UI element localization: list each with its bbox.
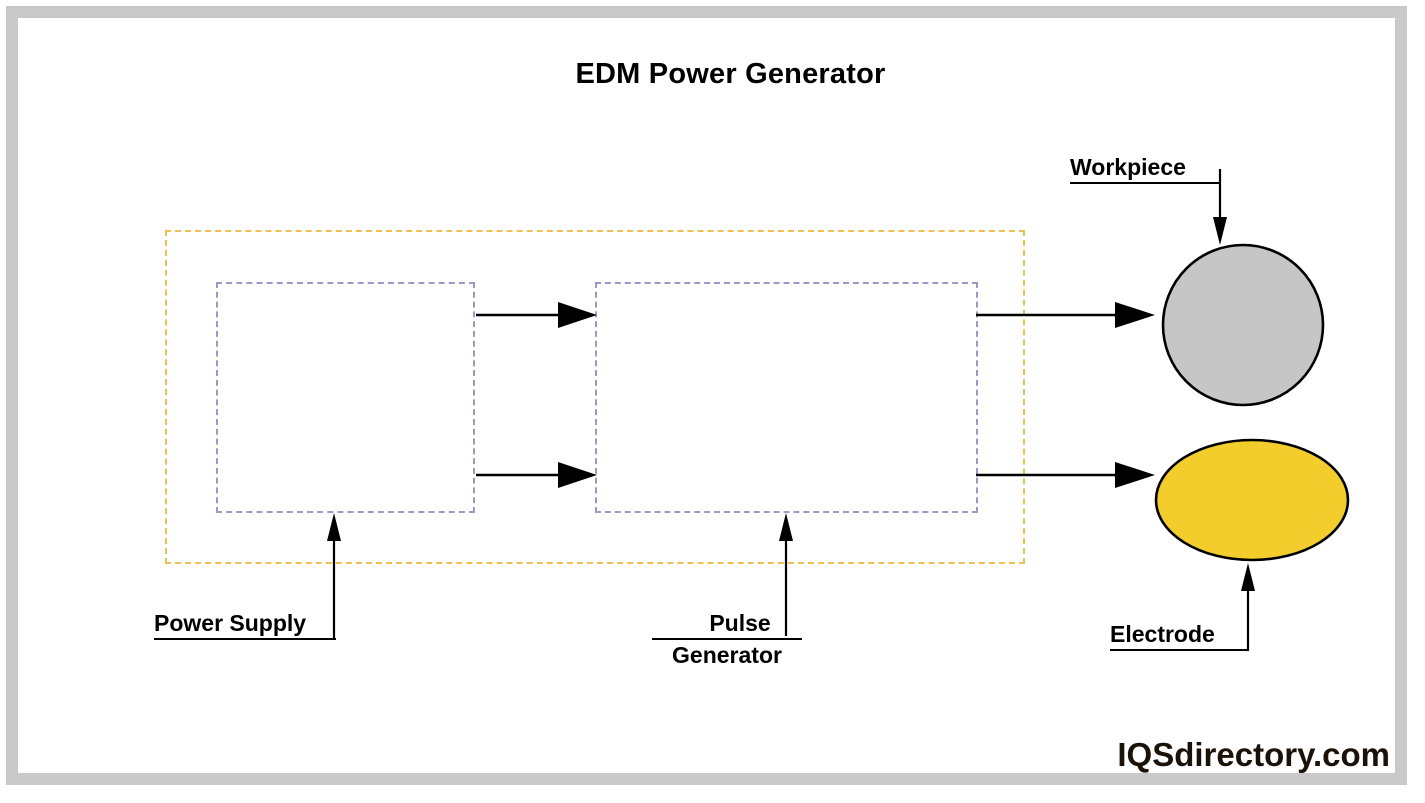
leader-power-supply [327, 513, 341, 638]
label-power-supply-underline [154, 638, 336, 640]
electrode-shape [1154, 438, 1350, 562]
label-pulse-generator-line2: Generator [672, 642, 782, 668]
label-pulse-generator-underline [652, 638, 802, 640]
page-title: EDM Power Generator [575, 58, 886, 90]
image-frame-border: EDM Power Generator [6, 6, 1407, 785]
label-electrode-underline [1110, 649, 1248, 651]
label-workpiece-underline [1070, 182, 1220, 184]
leader-pulse-generator [779, 513, 793, 636]
arrow-pulse-to-electrode [976, 462, 1155, 488]
arrow-power-to-pulse-upper [476, 302, 597, 328]
label-power-supply: Power Supply [154, 608, 336, 640]
arrow-pulse-to-workpiece [976, 302, 1155, 328]
outer-enclosure-box [165, 230, 1025, 564]
pulse-generator-block [595, 282, 978, 513]
arrow-power-to-pulse-lower [476, 462, 597, 488]
label-electrode: Electrode [1110, 619, 1248, 651]
label-pulse-generator-line1: Pulse [709, 610, 771, 636]
diagram-stage: EDM Power Generator [36, 36, 1425, 803]
label-electrode-text: Electrode [1110, 621, 1215, 647]
workpiece-shape [1161, 243, 1325, 407]
leader-workpiece [1213, 169, 1227, 245]
label-power-supply-text: Power Supply [154, 610, 307, 636]
vector-overlay [327, 169, 1350, 651]
label-workpiece-text: Workpiece [1070, 154, 1186, 180]
label-pulse-generator: Pulse Generator [652, 608, 802, 670]
watermark-text: IQSdirectory.com [1117, 736, 1390, 773]
label-workpiece: Workpiece [1070, 152, 1220, 184]
leader-electrode [1241, 563, 1255, 651]
power-supply-block [216, 282, 475, 513]
